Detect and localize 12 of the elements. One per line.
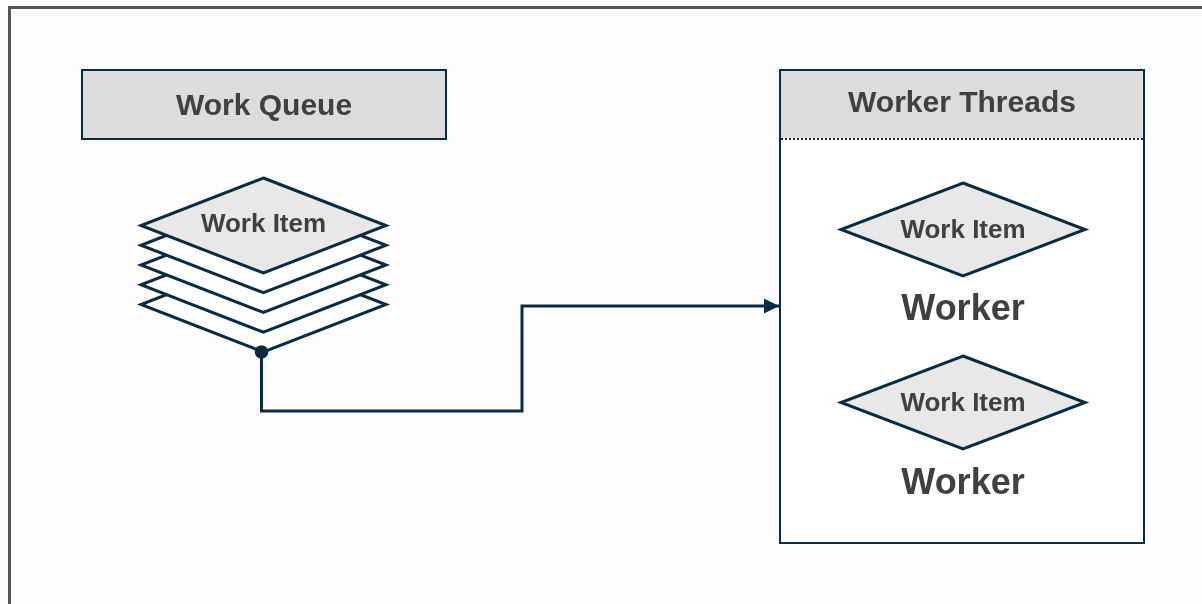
header-box: Work Queue bbox=[81, 69, 447, 140]
worker-label: Worker bbox=[900, 461, 1026, 503]
item-label: Work Item bbox=[200, 208, 327, 239]
item-label: Work Item bbox=[900, 214, 1026, 245]
panel-title: Worker Threads bbox=[847, 85, 1077, 119]
container-panel bbox=[779, 69, 1145, 544]
decision-diamond bbox=[839, 354, 1087, 451]
worker-label: Worker bbox=[900, 287, 1026, 329]
item-label: Work Item bbox=[900, 387, 1026, 418]
stacked-diamond-drawing bbox=[140, 178, 387, 352]
decision-diamond bbox=[839, 181, 1087, 278]
connector-arrow bbox=[254, 298, 779, 413]
